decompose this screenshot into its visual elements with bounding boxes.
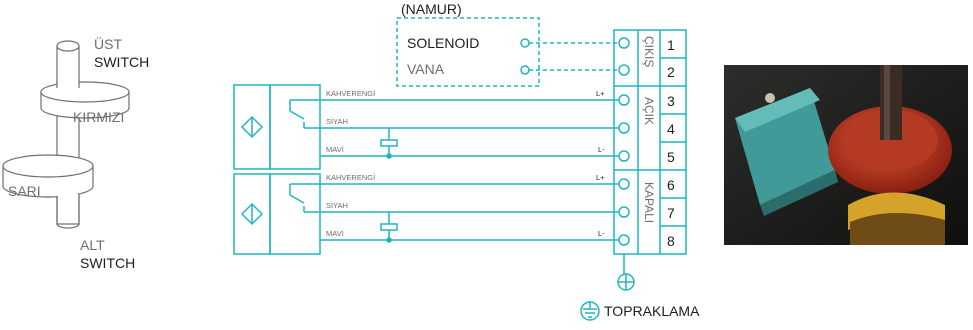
upper-l-plus: L+ (596, 89, 605, 98)
terminal-number-4: 4 (667, 121, 675, 137)
terminal-number-5: 5 (667, 149, 675, 165)
yellow-disk-label: SARI (8, 183, 41, 199)
lower-l-plus: L+ (596, 173, 605, 182)
lower-wire-brown-label: KAHVERENGİ (326, 173, 375, 182)
bottom-switch-label-line2: SWITCH (80, 255, 135, 271)
group-label-closed: KAPALI (642, 182, 656, 223)
bottom-switch-label-line1: ALT (80, 237, 105, 253)
red-disk-top (40, 81, 130, 103)
group-label-output: ÇIKIŞ (642, 36, 656, 67)
lower-l-minus: L- (598, 229, 605, 238)
group-label-open: AÇIK (642, 97, 656, 125)
upper-wire-black-label: SİYAH (326, 117, 348, 126)
lower-wire-blue-label: MAVİ (326, 229, 344, 238)
top-switch-label-line1: ÜST (94, 35, 122, 52)
ground-symbols (580, 254, 635, 321)
upper-wire-blue-label: MAVİ (326, 145, 344, 154)
sensor-lower (233, 173, 619, 255)
terminal-number-6: 6 (667, 177, 675, 193)
ground-label: TOPRAKLAMA (604, 303, 700, 319)
upper-wire-brown-label: KAHVERENGİ (326, 89, 375, 98)
solenoid-header: (NAMUR) (401, 1, 462, 17)
switch-figure (2, 40, 130, 229)
terminal-number-7: 7 (667, 205, 675, 221)
terminal-number-8: 8 (667, 233, 675, 249)
product-photo (724, 65, 968, 245)
terminal-number-1: 1 (667, 37, 675, 53)
solenoid-label: SOLENOID (407, 35, 479, 51)
top-switch-label-line2: SWITCH (94, 54, 149, 70)
sensor-upper (233, 84, 619, 170)
solenoid-terminal-1 (520, 38, 530, 48)
solenoid-terminal-2 (520, 65, 530, 75)
yellow-disk-top (2, 154, 94, 178)
solenoid-box (396, 17, 618, 87)
shaft-top (56, 40, 80, 52)
lower-wire-black-label: SİYAH (326, 201, 348, 210)
terminal-number-3: 3 (667, 93, 675, 109)
red-disk-label: KIRMIZI (73, 109, 124, 125)
valve-label: VANA (407, 61, 445, 77)
terminal-number-2: 2 (667, 64, 675, 80)
upper-l-minus: L- (598, 145, 605, 154)
